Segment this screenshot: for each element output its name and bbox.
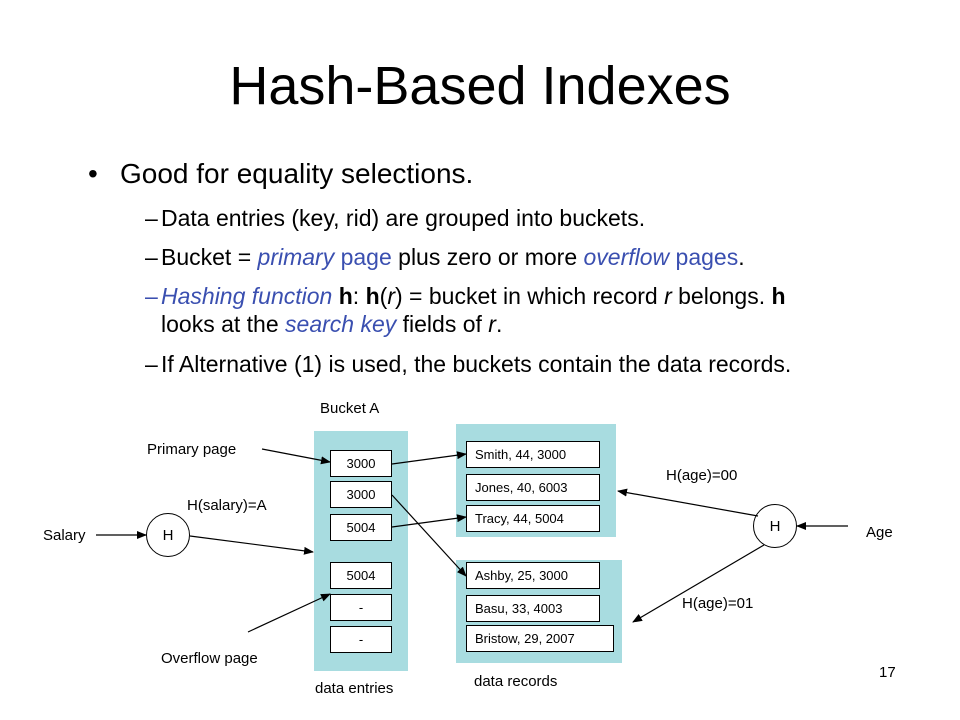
record-box: Jones, 40, 6003 bbox=[466, 474, 600, 501]
arrow-overflow-page bbox=[247, 593, 331, 633]
bullet-main: • Good for equality selections. bbox=[88, 158, 473, 190]
primary-page-label: Primary page bbox=[147, 441, 237, 458]
record-box: Ashby, 25, 3000 bbox=[466, 562, 600, 589]
bucket-a-label: Bucket A bbox=[320, 400, 380, 417]
entry-box: - bbox=[330, 594, 392, 621]
bullet-text: Good for equality selections. bbox=[120, 158, 474, 189]
entry-box: 3000 bbox=[330, 450, 392, 477]
age-label: Age bbox=[866, 524, 893, 541]
entry-box: - bbox=[330, 626, 392, 653]
arrow-h-age-00 bbox=[617, 488, 759, 517]
record-box: Tracy, 44, 5004 bbox=[466, 505, 600, 532]
entry-box: 5004 bbox=[330, 562, 392, 589]
sub-bullet-1-text: Data entries (key, rid) are grouped into… bbox=[161, 205, 646, 231]
arrow-entry-smith bbox=[391, 451, 467, 465]
arrow-h-age-01 bbox=[632, 544, 765, 623]
data-entries-label: data entries bbox=[315, 680, 394, 697]
record-box: Basu, 33, 4003 bbox=[466, 595, 600, 622]
arrow-h-to-bucket bbox=[189, 535, 314, 555]
data-records-label: data records bbox=[474, 673, 558, 690]
arrow-entry-tracy bbox=[391, 514, 467, 528]
sub-bullet-3-text: Hashing function h: h(r) = bucket in whi… bbox=[161, 283, 786, 309]
arrow-entry-ashby bbox=[391, 494, 467, 577]
h-salary-label: H(salary)=A bbox=[187, 497, 267, 514]
hash-function-right: H bbox=[753, 504, 797, 548]
h-age-00-label: H(age)=00 bbox=[666, 467, 738, 484]
bullet-dot: • bbox=[88, 158, 98, 189]
sub-bullet-2-text: Bucket = primary page plus zero or more … bbox=[161, 244, 745, 270]
page-number: 17 bbox=[879, 664, 896, 681]
entry-box: 3000 bbox=[330, 481, 392, 508]
overflow-page-label: Overflow page bbox=[161, 650, 258, 667]
slide-title: Hash-Based Indexes bbox=[229, 56, 731, 116]
entry-box: 5004 bbox=[330, 514, 392, 541]
record-box: Bristow, 29, 2007 bbox=[466, 625, 614, 652]
salary-label: Salary bbox=[43, 527, 86, 544]
sub-bullet-4-text: If Alternative (1) is used, the buckets … bbox=[161, 351, 792, 377]
h-age-01-label: H(age)=01 bbox=[682, 595, 754, 612]
arrow-primary-page bbox=[261, 448, 331, 465]
hash-function-left: H bbox=[146, 513, 190, 557]
record-box: Smith, 44, 3000 bbox=[466, 441, 600, 468]
